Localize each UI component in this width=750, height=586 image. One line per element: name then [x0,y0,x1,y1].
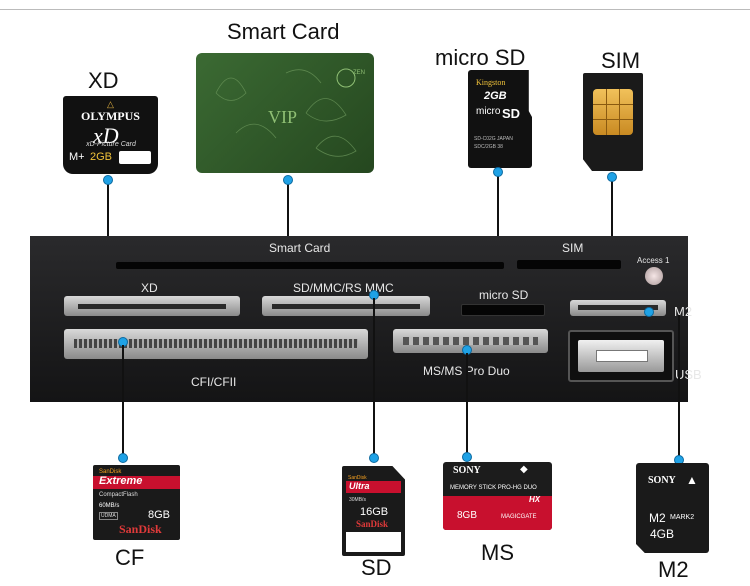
ms-card-image: SONY ◆ MEMORY STICK PRO-HG DUO HX 8GB MA… [443,462,552,530]
sim-label: SIM [601,48,641,73]
smart-card-pointer-dot-top [283,175,293,185]
panel-micro-sd-label: micro SD [479,288,529,302]
sd-pointer-line [373,298,375,458]
xd-label-area [119,151,151,164]
access-led [645,267,663,285]
xd-type: xD-Picture Card [86,141,136,148]
m2-card-image: SONY ▲ M2 MARK2 4GB [636,463,709,553]
m2-model: M2 [649,511,666,525]
panel-sd-label: SD/MMC/RS MMC [293,281,394,295]
xd-slot[interactable] [64,296,240,316]
xd-model: M+ [69,151,85,163]
ms-magicgate: MAGICGATE [501,514,537,520]
sd-brand: SanDisk [356,519,389,529]
cf-pointer-dot-bottom [118,453,128,463]
micro-sd-pointer-dot-top [493,167,503,177]
top-divider [0,9,750,10]
smart-card-image: VIP ZEN [196,53,374,173]
ms-pointer-dot-bottom [462,452,472,462]
ms-brand: SONY [453,465,481,476]
smart-card-label: Smart Card [227,19,340,44]
micro-sd-card-image: Kingston 2GB micro SD SD-C02G JAPAN SDC/… [468,70,532,168]
micro-sd-line2: SD [502,106,521,121]
butterfly-pattern [215,68,357,157]
xd-pointer-dot-top [103,175,113,185]
ms-type: MEMORY STICK PRO-HG DUO [450,485,537,491]
cf-label: CF [115,545,145,570]
sd-series: Ultra [349,481,370,491]
sim-chip [593,89,633,135]
cf-pointer-line [122,345,124,457]
cf-capacity: 8GB [148,509,171,521]
card-reader-panel: Smart Card SIM Access 1 XD SD/MMC/RS MMC… [30,236,702,402]
panel-smart-card-label: Smart Card [269,241,331,255]
cf-brand: SanDisk [119,522,162,536]
cf-brand-top: SanDisk [99,469,122,475]
usb-port[interactable] [568,330,674,382]
micro-sd-code1: SD-C02G JAPAN [474,136,513,142]
micro-sd-label: micro SD [435,45,526,70]
micro-sd-line1: micro [476,106,501,117]
xd-capacity: 2GB [90,151,113,163]
xd-brand: OLYMPUS [81,109,140,123]
m2-capacity: 4GB [650,527,675,541]
ms-logo-icon: ◆ [520,464,528,475]
ms-label: MS [481,540,514,565]
m2-brand: SONY [648,475,676,486]
sim-slot[interactable] [517,260,621,269]
smart-card-slot[interactable] [116,262,504,269]
sd-brand-top: SanDisk [348,475,367,481]
panel-cf-label: CFI/CFII [191,375,237,389]
panel-m2-label: M2 [674,304,693,319]
smart-card-pointer-line [287,180,289,268]
panel-sim-label: SIM [562,241,584,255]
m2-logo-icon: ▲ [686,473,698,487]
micro-sd-slot[interactable] [461,304,545,316]
sd-card-image: SanDisk Ultra 30MB/s 16GB SanDisk [342,466,405,556]
sim-card-image [583,73,643,171]
sim-pointer-dot-top [607,172,617,182]
ms-hx: HX [529,495,541,504]
panel-xd-label: XD [141,281,158,295]
access-led-label: Access 1 [637,256,670,265]
sd-label: SD [361,555,392,580]
micro-sd-code2: SDC/2GB 38 [474,144,503,150]
micro-sd-brand: Kingston [476,78,506,87]
cf-series: Extreme [99,475,143,487]
m2-pointer-line [678,315,680,460]
m2-label: M2 [658,557,689,582]
m2-pointer-dot-top [644,307,654,317]
m2-mark: MARK2 [670,514,695,521]
cf-card-image: SanDisk Extreme CompactFlash 60MB/s UDMA… [93,465,180,540]
m2-slot[interactable] [570,300,666,316]
sd-capacity: 16GB [360,506,389,518]
sim-pointer-line [611,177,613,265]
cf-slot[interactable] [64,329,368,359]
sd-speed: 30MB/s [349,497,366,503]
micro-sd-capacity: 2GB [484,90,507,102]
ms-capacity: 8GB [457,510,478,521]
ms-pointer-line [466,353,468,457]
cf-udma: UDMA [99,512,118,520]
sd-slot[interactable] [262,296,430,316]
cf-type: CompactFlash [99,492,138,498]
panel-usb-label: USB [675,367,702,382]
smart-card-vip: VIP [268,107,298,127]
cf-speed: 60MB/s [99,503,120,509]
smart-card-logo: ZEN [353,70,365,76]
sd-pointer-dot-bottom [369,453,379,463]
xd-card-image: △ OLYMPUS xD xD-Picture Card M+ 2GB [63,96,158,174]
xd-label: XD [88,68,119,93]
xd-logo: xD [93,123,119,148]
